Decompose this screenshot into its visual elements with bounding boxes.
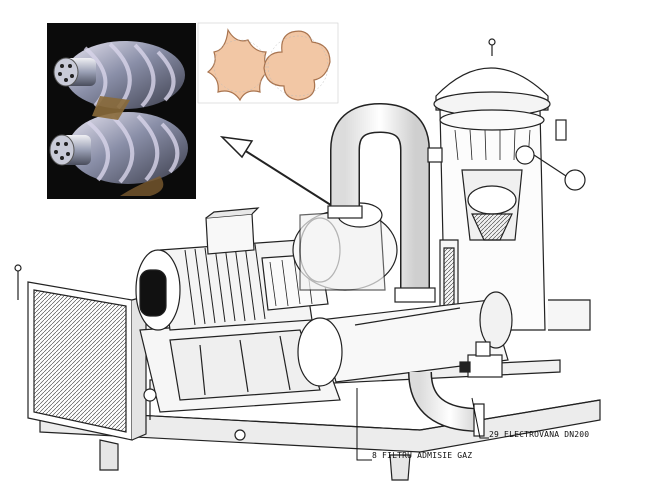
inlet-filter — [297, 291, 513, 387]
cooler-radiator — [14, 264, 147, 441]
callout-inlet-filter: 8 FILTRU ADMISIE GAZ — [372, 451, 473, 460]
oil-separator — [427, 38, 586, 331]
electrovalve — [408, 341, 503, 437]
electric-motor — [135, 207, 329, 331]
pointer-arrow — [219, 135, 346, 215]
compressor-machine — [14, 38, 601, 481]
callout-leaders — [356, 388, 489, 461]
rotor-cross-section — [197, 22, 339, 104]
discharge-pipe — [327, 102, 436, 303]
callout-electrovalve: 29 ELECTROVANA DN200 — [489, 430, 590, 439]
screw-rotors-photo — [47, 23, 196, 199]
